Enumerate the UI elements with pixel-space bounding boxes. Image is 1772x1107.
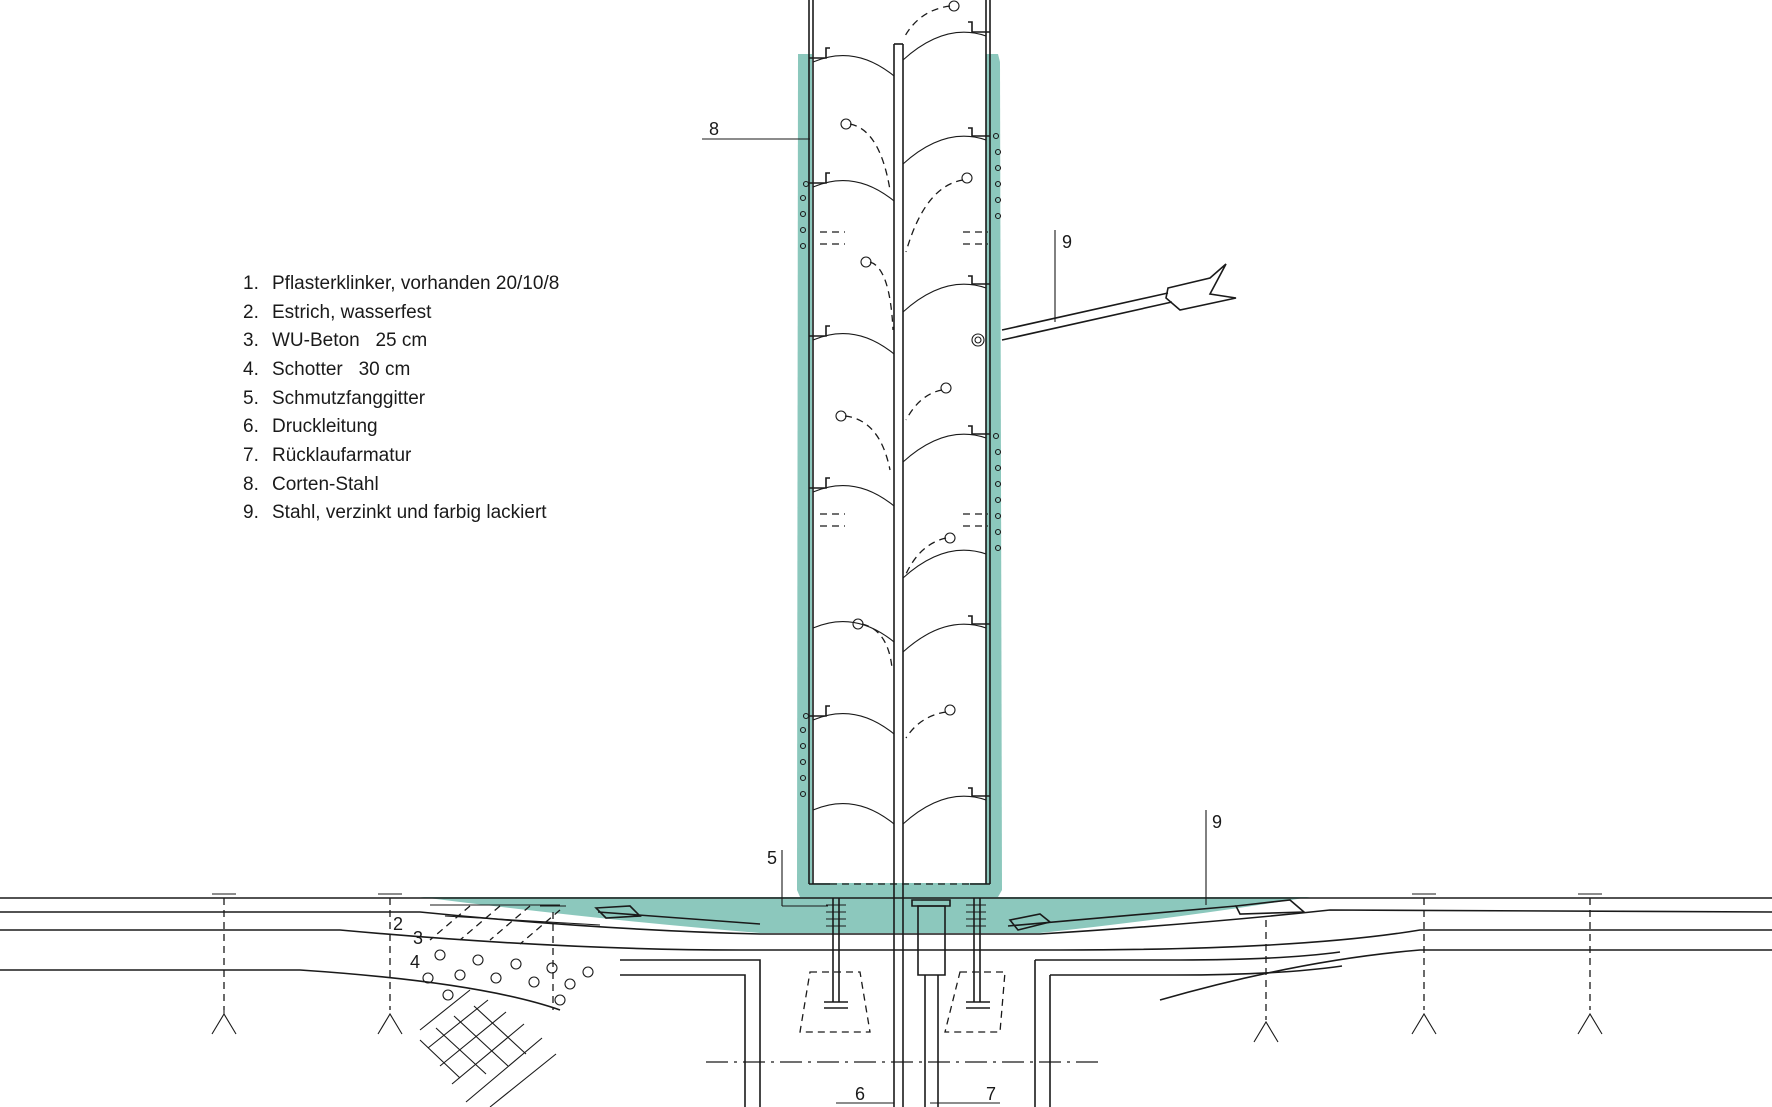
spray-nozzles — [835, 0, 985, 739]
legend-item-8: Corten-Stahl — [272, 474, 379, 495]
callout-4: 4 — [410, 952, 420, 972]
column-outline — [808, 0, 991, 1107]
legend-num-5: 5. — [243, 388, 259, 409]
rivet-dots — [799, 132, 1002, 798]
arrow-sign-lower — [594, 899, 1307, 931]
legend-num-2: 2. — [243, 302, 259, 323]
callout-8: 8 — [709, 119, 719, 139]
callouts: 8 9 9 5 2 3 4 6 7 — [393, 119, 1222, 1104]
legend-num-8: 8. — [243, 474, 259, 495]
legend-item-5: Schmutzfanggitter — [272, 388, 426, 409]
dashed-brackets — [820, 231, 988, 527]
legend-num-3: 3. — [243, 330, 259, 351]
legend-item-6: Druckleitung — [272, 416, 378, 437]
legend-num-4: 4. — [243, 359, 259, 380]
legend-item-7: Rücklaufarmatur — [272, 445, 412, 466]
callout-2: 2 — [393, 914, 403, 934]
corten-steel-fill — [420, 0, 1310, 933]
legend-num-7: 7. — [243, 445, 259, 466]
callout-3: 3 — [413, 928, 423, 948]
callout-6: 6 — [855, 1084, 865, 1104]
legend-num-1: 1. — [243, 273, 259, 294]
arrow-sign-upper — [1001, 230, 1237, 341]
ground-markers — [211, 893, 1603, 1043]
legend-num-6: 6. — [243, 416, 259, 437]
ground-layers — [0, 897, 1772, 1107]
callout-9-lower: 9 — [1212, 812, 1222, 832]
segment-joints — [809, 21, 990, 797]
legend-item-3: WU-Beton 25 cm — [272, 330, 427, 351]
gravel-hatch — [419, 904, 601, 1107]
legend-item-9: Stahl, verzinkt und farbig lackiert — [272, 502, 547, 523]
segment-arcs — [812, 31, 987, 825]
legend-item-1: Pflasterklinker, vorhanden 20/10/8 — [272, 273, 559, 294]
legend: 1. Pflasterklinker, vorhanden 20/10/8 2.… — [243, 273, 559, 523]
legend-item-4: Schotter 30 cm — [272, 359, 410, 380]
legend-item-2: Estrich, wasserfest — [272, 302, 432, 323]
legend-num-9: 9. — [243, 502, 259, 523]
callout-7: 7 — [986, 1084, 996, 1104]
callout-5: 5 — [767, 848, 777, 868]
callout-9-upper: 9 — [1062, 232, 1072, 252]
